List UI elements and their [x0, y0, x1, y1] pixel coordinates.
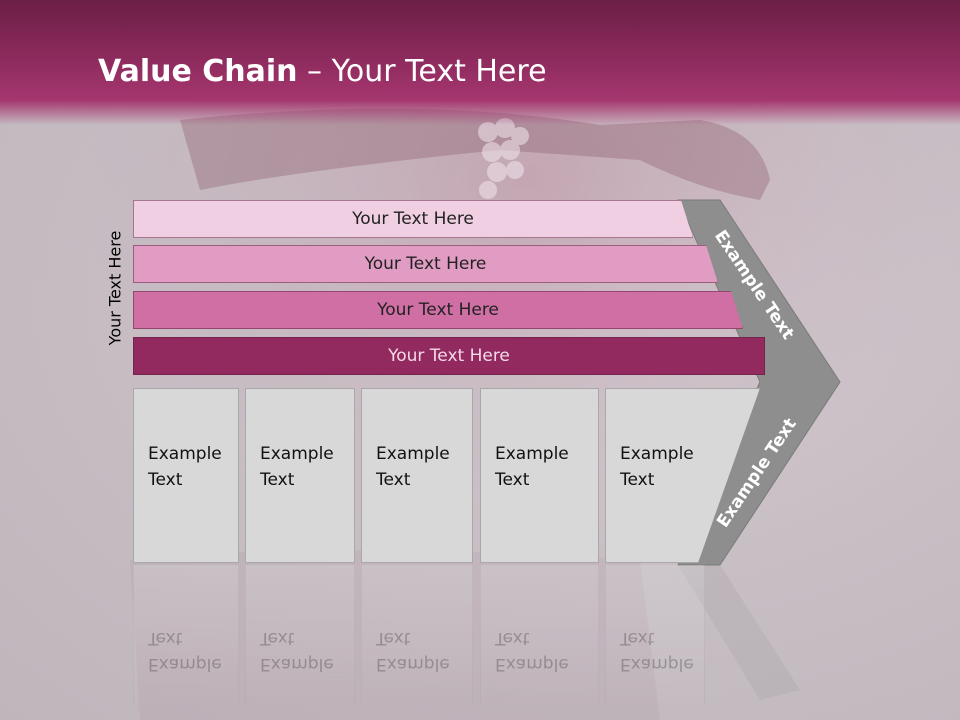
box-reflection-4: Example Text	[480, 565, 599, 705]
example-box-1: Example Text	[133, 388, 239, 563]
example-box-3: Example Text	[361, 388, 473, 563]
reflection-text: Example Text	[620, 628, 694, 674]
example-box-2: Example Text	[245, 388, 355, 563]
example-box-label: Example Text	[148, 444, 222, 490]
activity-bar-3: Your Text Here	[133, 291, 743, 329]
reflection-text: Example Text	[495, 628, 569, 674]
box-reflection-1: Example Text	[133, 565, 239, 705]
example-box-4: Example Text	[480, 388, 599, 563]
example-box-label: Example Text	[376, 444, 450, 490]
title-bold: Value Chain	[98, 54, 298, 89]
activity-bar-2: Your Text Here	[133, 245, 718, 283]
title-rest: – Your Text Here	[297, 54, 547, 89]
reflection-text: Example Text	[376, 628, 450, 674]
page-title: Value Chain – Your Text Here	[98, 54, 547, 89]
reflection-text: Example Text	[148, 628, 222, 674]
reflection-text: Example Text	[260, 628, 334, 674]
example-box-label: Example Text	[620, 444, 694, 490]
header-banner	[0, 0, 960, 125]
example-box-label: Example Text	[495, 444, 569, 490]
box-reflection-2: Example Text	[245, 565, 355, 705]
activity-bar-4: Your Text Here	[133, 337, 765, 375]
example-box-label: Example Text	[260, 444, 334, 490]
box-reflection-5: Example Text	[605, 565, 705, 705]
box-reflection-3: Example Text	[361, 565, 473, 705]
activity-bar-1: Your Text Here	[133, 200, 693, 238]
